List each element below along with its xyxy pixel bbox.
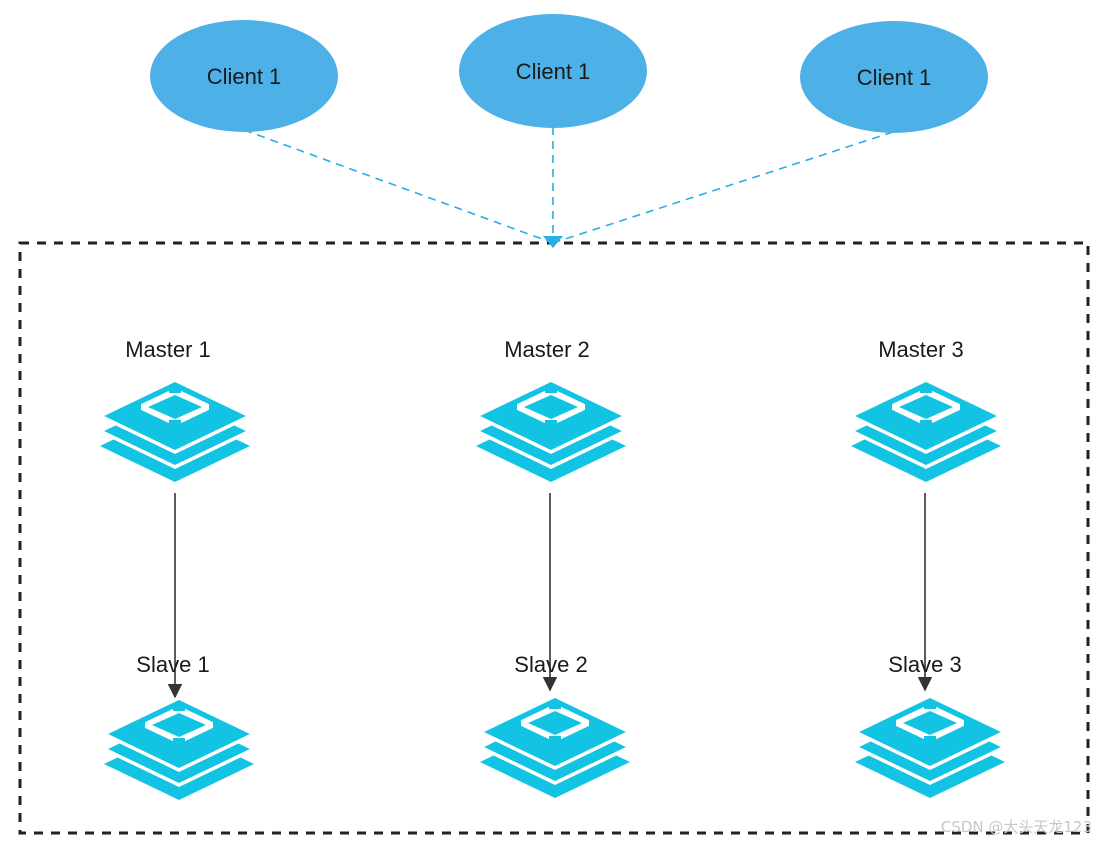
redis-stack-icon <box>474 378 628 484</box>
slave-node-1: Slave 1 <box>102 652 256 802</box>
client-label: Client 1 <box>857 65 932 90</box>
redis-stack-icon <box>849 378 1003 484</box>
master-node-1: Master 1 <box>98 337 252 484</box>
master-label: Master 3 <box>878 337 964 362</box>
connector-junction-icon <box>543 236 563 248</box>
redis-stack-icon <box>98 378 252 484</box>
redis-stack-icon <box>102 696 256 802</box>
client-label: Client 1 <box>516 59 591 84</box>
watermark: CSDN @大头天龙123 <box>941 818 1092 836</box>
slave-node-3: Slave 3 <box>853 652 1007 800</box>
client-node-3: Client 1 <box>800 21 988 133</box>
client-node-2: Client 1 <box>459 14 647 128</box>
master-label: Master 1 <box>125 337 211 362</box>
client-label: Client 1 <box>207 64 282 89</box>
slave-label: Slave 3 <box>888 652 961 677</box>
client-connector-3 <box>552 131 894 244</box>
master-node-3: Master 3 <box>849 337 1003 484</box>
redis-stack-icon <box>853 694 1007 800</box>
redis-stack-icon <box>478 694 632 800</box>
slave-label: Slave 2 <box>514 652 587 677</box>
master-node-2: Master 2 <box>474 337 628 484</box>
master-label: Master 2 <box>504 337 590 362</box>
client-node-1: Client 1 <box>150 20 338 132</box>
slave-node-2: Slave 2 <box>478 652 632 800</box>
client-connector-1 <box>243 129 554 244</box>
slave-label: Slave 1 <box>136 652 209 677</box>
